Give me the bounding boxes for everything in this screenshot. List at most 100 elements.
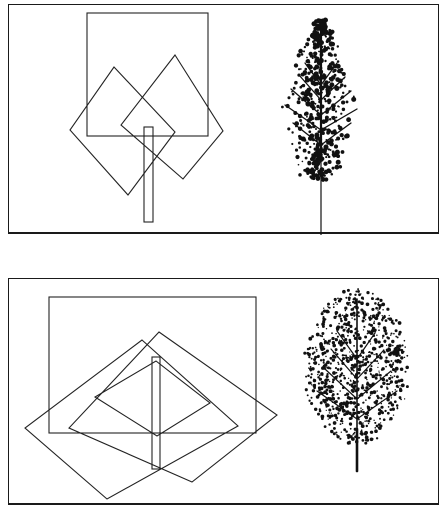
- leaf-dot: [316, 140, 318, 142]
- leaf-dot: [376, 360, 378, 362]
- leaf-dot: [357, 411, 360, 414]
- oak-tree: [303, 288, 409, 471]
- leaf-dot: [386, 398, 389, 401]
- leaf-dot: [386, 332, 388, 334]
- leaf-dot: [344, 394, 346, 396]
- leaf-dot: [386, 336, 388, 338]
- leaf-dot: [345, 297, 347, 299]
- leaf-dot: [318, 51, 320, 53]
- leaf-dot: [335, 431, 337, 433]
- leaf-dot: [349, 401, 352, 404]
- ifs-transform-wireframe-bottom: [25, 297, 277, 499]
- leaf-dot: [332, 406, 334, 408]
- leaf-dot: [336, 160, 341, 165]
- leaf-dot: [345, 310, 346, 311]
- leaf-dot: [387, 318, 389, 320]
- leaf-dot: [309, 146, 311, 148]
- leaf-dot: [394, 349, 398, 353]
- leaf-dot: [365, 355, 367, 357]
- bottom-outer-diamond-right: [69, 332, 277, 482]
- leaf-dot: [370, 394, 372, 396]
- leaf-dot: [321, 418, 323, 420]
- leaf-dot: [317, 58, 319, 60]
- leaf-dot: [366, 291, 369, 294]
- leaf-dot: [329, 108, 331, 110]
- leaf-dot: [312, 125, 316, 129]
- leaf-dot: [349, 341, 352, 344]
- leaf-dot: [340, 83, 344, 87]
- leaf-dot: [356, 380, 359, 383]
- leaf-dot: [363, 326, 365, 328]
- leaf-dot: [326, 389, 329, 392]
- leaf-dot: [318, 327, 319, 328]
- leaf-dot: [322, 311, 323, 312]
- leaf-dot: [328, 155, 331, 158]
- top-panel: [8, 4, 439, 234]
- leaf-dot: [332, 378, 335, 381]
- leaf-dot: [329, 138, 334, 143]
- leaf-dot: [379, 299, 382, 302]
- leaf-dot: [355, 350, 357, 352]
- leaf-dot: [390, 360, 392, 362]
- leaf-dot: [350, 425, 351, 426]
- leaf-dot: [395, 389, 396, 390]
- leaf-dot: [331, 103, 336, 108]
- leaf-dot: [388, 406, 390, 408]
- leaf-dot: [324, 30, 328, 34]
- leaf-dot: [373, 420, 374, 421]
- leaf-dot: [392, 368, 395, 371]
- leaf-dot: [391, 397, 392, 398]
- leaf-dot: [375, 403, 377, 405]
- leaf-dot: [348, 328, 350, 330]
- leaf-dot: [285, 104, 289, 108]
- leaf-dot: [372, 347, 376, 351]
- leaf-dot: [310, 170, 315, 175]
- leaf-dot: [382, 378, 386, 382]
- leaf-dot: [324, 60, 326, 62]
- leaf-dot: [339, 438, 341, 440]
- leaf-dot: [323, 346, 324, 347]
- leaf-dot: [321, 92, 323, 94]
- leaf-dot: [328, 408, 331, 411]
- leaf-dot: [341, 334, 344, 337]
- bottom-stem-rect: [152, 357, 160, 469]
- leaf-dot: [316, 112, 320, 116]
- leaf-dot: [360, 430, 363, 433]
- leaf-dot: [333, 391, 334, 392]
- leaf-dot: [338, 369, 340, 371]
- leaf-dot: [341, 419, 342, 420]
- leaf-dot: [331, 130, 335, 134]
- leaf-dot: [365, 319, 366, 320]
- leaf-dot: [339, 390, 341, 392]
- leaf-dot: [370, 365, 372, 367]
- leaf-dot: [353, 96, 355, 98]
- leaf-dot: [344, 307, 347, 310]
- leaf-dot: [335, 348, 338, 351]
- leaf-dot: [340, 97, 342, 99]
- leaf-dot: [321, 147, 323, 149]
- leaf-dot: [337, 356, 339, 358]
- leaf-dot: [319, 70, 323, 74]
- leaf-dot: [319, 86, 323, 90]
- leaf-dot: [386, 388, 388, 390]
- leaf-dot: [305, 167, 309, 171]
- leaf-dot: [355, 328, 357, 330]
- leaf-dot: [326, 410, 327, 411]
- leaf-dot: [354, 332, 357, 335]
- leaf-dot: [367, 415, 369, 417]
- leaf-dot: [396, 361, 398, 363]
- leaf-dot: [360, 308, 363, 311]
- leaf-dot: [338, 323, 340, 325]
- leaf-dot: [331, 47, 335, 51]
- leaf-dot: [320, 20, 323, 23]
- leaf-dot: [305, 157, 308, 160]
- leaf-dot: [400, 356, 403, 359]
- leaf-dot: [347, 289, 350, 292]
- leaf-dot: [316, 323, 319, 326]
- leaf-dot: [388, 377, 391, 380]
- leaf-dot: [306, 123, 310, 127]
- leaf-dot: [378, 426, 382, 430]
- leaf-dot: [313, 106, 316, 109]
- leaf-dot: [320, 372, 323, 375]
- leaf-dot: [370, 343, 371, 344]
